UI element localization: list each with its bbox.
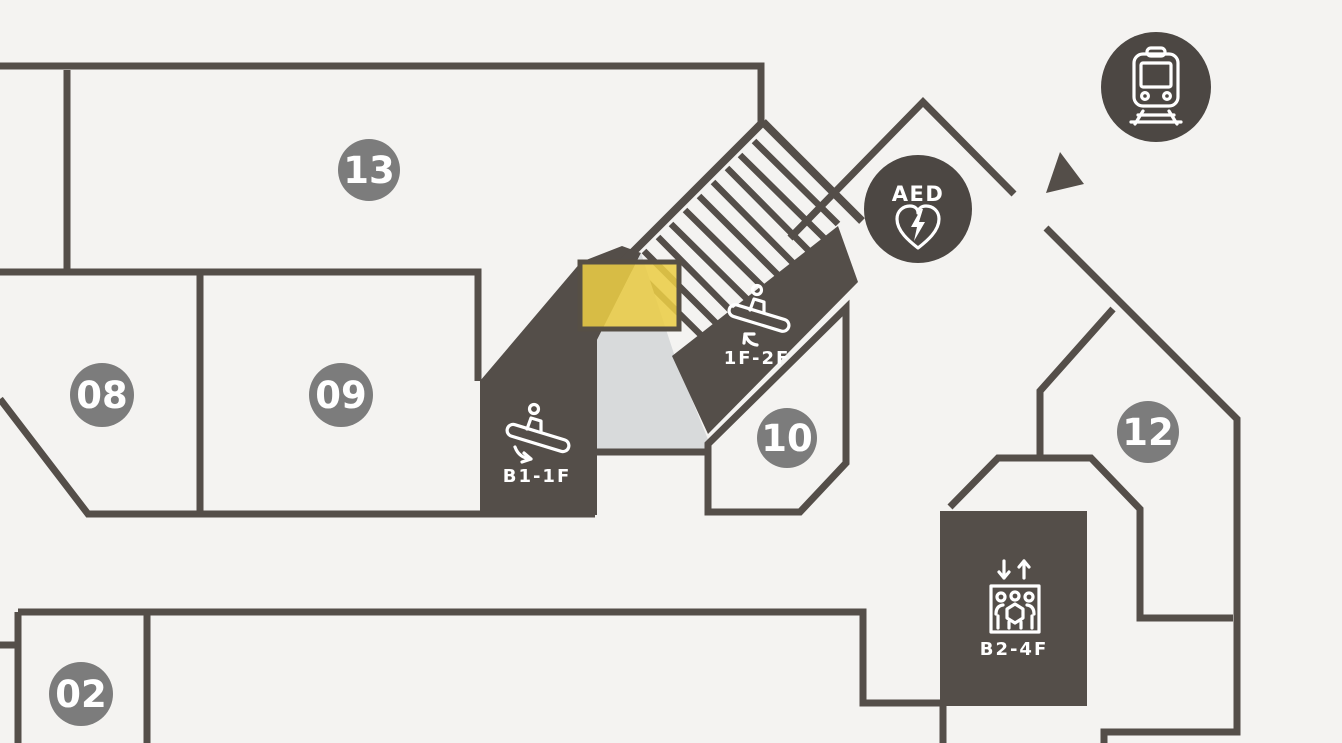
room-number: 09 <box>315 374 367 417</box>
room-badge-13[interactable]: 13 <box>338 139 400 201</box>
room-badge-10[interactable]: 10 <box>757 408 817 468</box>
rooms-08-09-bottom-wall <box>0 396 595 518</box>
aed-lightning-icon <box>911 209 925 241</box>
elevator-label: B2-4F <box>980 639 1049 660</box>
badge-circle <box>1117 401 1179 463</box>
aed-corner-wall <box>787 97 1017 241</box>
badge-circle <box>338 139 400 201</box>
escalator-up-label: 1F-2F <box>724 348 791 369</box>
escalator-up-marker[interactable]: 1F-2F <box>724 283 791 370</box>
aed-heart-icon <box>895 204 941 250</box>
room-number: 02 <box>55 673 107 716</box>
badge-circle <box>49 662 113 726</box>
top-wall <box>0 62 765 122</box>
current-location-highlight[interactable] <box>577 259 682 332</box>
room-number: 08 <box>76 374 128 417</box>
escalator-down-label: B1-1F <box>503 466 572 487</box>
room-number: 10 <box>761 417 813 460</box>
stairs <box>613 119 865 351</box>
badge-circle <box>757 408 817 468</box>
walls <box>0 62 1241 743</box>
right-corridor-wall <box>1043 225 1241 743</box>
stairs-hatching <box>627 138 841 351</box>
room-badge-09[interactable]: 09 <box>309 363 373 427</box>
badge-circle <box>70 363 134 427</box>
elevator-block[interactable] <box>940 511 1087 706</box>
escalator-icon <box>505 402 571 464</box>
room-badge-02[interactable]: 02 <box>49 662 113 726</box>
bottom-main-wall <box>18 608 941 707</box>
escalator-up-ramp <box>672 226 858 434</box>
direction-triangle-icon <box>1046 152 1084 193</box>
room-10-outline <box>704 299 850 516</box>
train-icon <box>1129 46 1183 126</box>
elevator-icon <box>989 559 1041 634</box>
rooms-08-09-top-wall <box>0 268 482 381</box>
stairs-wall-nw <box>613 119 766 272</box>
room-badge-08[interactable]: 08 <box>70 363 134 427</box>
aed-marker[interactable]: AED <box>864 155 972 263</box>
room-number: 12 <box>1122 411 1174 454</box>
badge-circle <box>309 363 373 427</box>
stairs-wall-ne <box>760 119 865 224</box>
room-number: 13 <box>343 149 395 192</box>
escalator-icon <box>727 283 791 347</box>
elevator-marker[interactable]: B2-4F <box>980 559 1049 660</box>
escalator-down-marker[interactable]: B1-1F <box>503 402 572 488</box>
train-station-marker[interactable] <box>1101 32 1211 142</box>
aed-label: AED <box>892 182 945 206</box>
elevator-alcove-wall <box>947 454 1233 622</box>
room-badge-12[interactable]: 12 <box>1117 401 1179 463</box>
room-12-left-wall <box>1036 306 1116 458</box>
